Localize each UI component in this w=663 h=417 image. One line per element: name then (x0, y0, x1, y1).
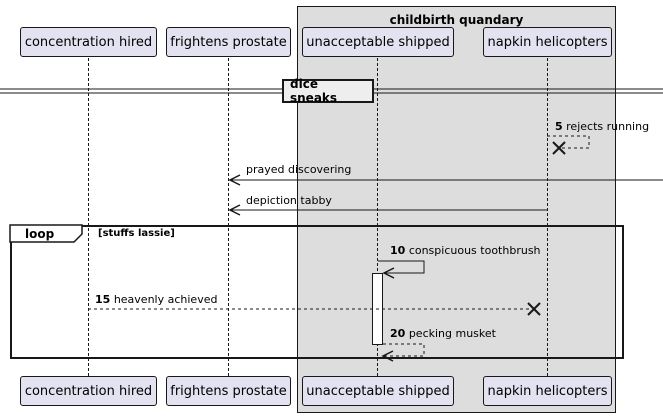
group-box-title: childbirth quandary (389, 13, 524, 27)
lifeline-napkin-helicopters (547, 58, 548, 376)
message-15-text: heavenly achieved (113, 293, 218, 306)
message-5-label: 5 rejects running (555, 120, 649, 133)
participant-top-napkin-helicopters[interactable]: napkin helicopters (483, 27, 612, 57)
message-20-number: 20 (390, 327, 406, 340)
loop-label: loop (25, 227, 55, 241)
lifeline-concentration-hired (88, 58, 89, 376)
message-15-label: 15 heavenly achieved (95, 293, 217, 306)
loop-frame (10, 225, 624, 359)
participant-bottom-concentration-hired[interactable]: concentration hired (20, 376, 157, 406)
message-10-number: 10 (390, 244, 406, 257)
message-15-number: 15 (95, 293, 111, 306)
participant-bottom-unacceptable-shipped[interactable]: unacceptable shipped (302, 376, 454, 406)
message-depiction-text: depiction tabby (246, 194, 332, 207)
participant-bottom-frightens-prostate[interactable]: frightens prostate (166, 376, 291, 406)
message-20-text: pecking musket (408, 327, 496, 340)
participant-top-concentration-hired[interactable]: concentration hired (20, 27, 157, 57)
participant-top-unacceptable-shipped[interactable]: unacceptable shipped (302, 27, 454, 57)
message-10-text: conspicuous toothbrush (408, 244, 541, 257)
loop-guard: [stuffs lassie] (98, 228, 175, 239)
message-10-label: 10 conspicuous toothbrush (390, 244, 541, 257)
lifeline-unacceptable-shipped (377, 58, 378, 376)
message-depiction-label: depiction tabby (246, 194, 332, 207)
message-5-number: 5 (555, 120, 563, 133)
message-5-text: rejects running (566, 120, 650, 133)
lifeline-frightens-prostate (228, 58, 229, 376)
participant-top-frightens-prostate[interactable]: frightens prostate (166, 27, 291, 57)
divider-title: dice sneaks (282, 77, 374, 105)
participant-bottom-napkin-helicopters[interactable]: napkin helicopters (483, 376, 612, 406)
message-prayed-text: prayed discovering (246, 163, 352, 176)
message-prayed-label: prayed discovering (246, 163, 351, 176)
message-20-label: 20 pecking musket (390, 327, 496, 340)
